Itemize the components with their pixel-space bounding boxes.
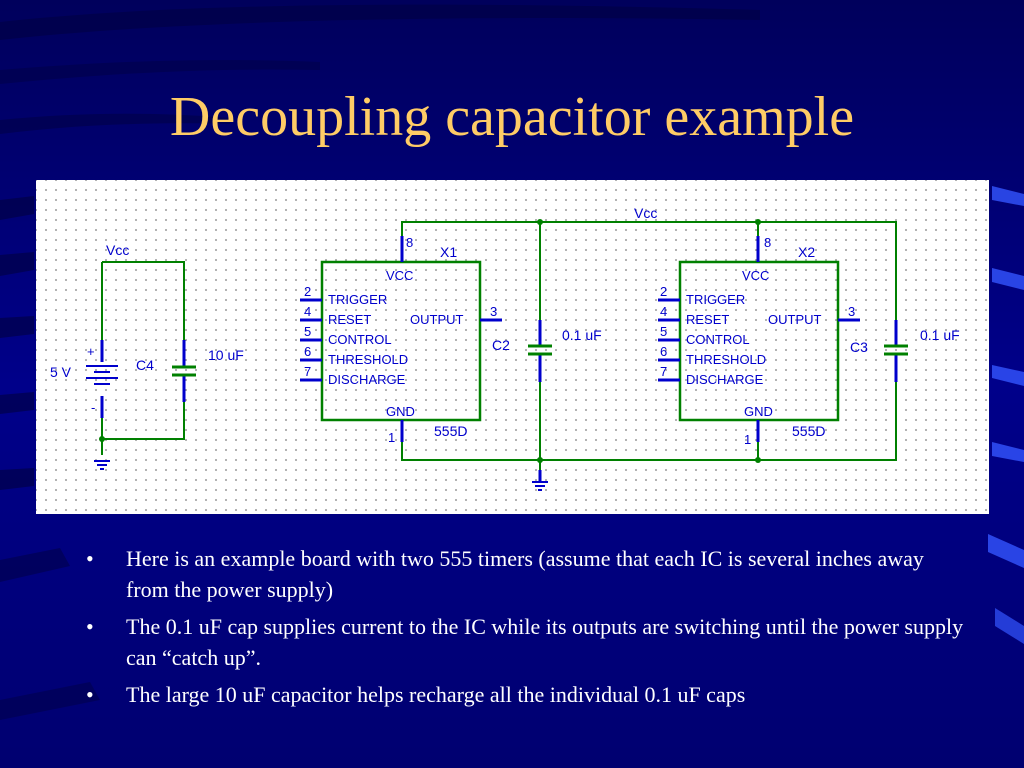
power-supply-circuit: Vcc + - 5 V C4 10 uF: [50, 242, 244, 470]
ground-symbol-icon: [94, 460, 110, 470]
ic-x2: 8 X2 VCC GND 1 555D OUTPUT 3 2 4 5 6 7 T…: [658, 235, 860, 447]
x2-pin-name: CONTROL: [686, 332, 750, 347]
vcc-net-label: Vcc: [634, 205, 657, 221]
ground-symbol-icon: [532, 481, 548, 491]
c3-value: 0.1 uF: [920, 327, 960, 343]
bullet-item: • Here is an example board with two 555 …: [86, 543, 966, 605]
x1-gnd-pin: 1: [388, 430, 395, 445]
supply-voltage: 5 V: [50, 364, 72, 380]
c2-ref: C2: [492, 337, 510, 353]
x1-ref: X1: [440, 244, 457, 260]
x2-output-pin: 3: [848, 304, 855, 319]
x1-pin-name: DISCHARGE: [328, 372, 406, 387]
battery-minus: -: [91, 400, 95, 415]
x2-pin-number: 4: [660, 304, 667, 319]
x1-vcc-label: VCC: [386, 268, 413, 283]
x1-pin-list: 2 4 5 6 7 TRIGGER RESET CONTROL THRESHOL…: [300, 284, 408, 387]
bullet-text: The 0.1 uF cap supplies current to the I…: [126, 614, 964, 670]
bullet-item: • The 0.1 uF cap supplies current to the…: [86, 611, 966, 673]
capacitor-c3: C3 0.1 uF: [850, 320, 960, 382]
c4-ref: C4: [136, 357, 154, 373]
x1-pin-name: TRIGGER: [328, 292, 387, 307]
x1-gnd-label: GND: [386, 404, 415, 419]
x2-vcc-label: VCC: [742, 268, 769, 283]
x2-pin-list: 2 4 5 6 7 TRIGGER RESET CONTROL THRESHOL…: [658, 284, 766, 387]
bullet-list: • Here is an example board with two 555 …: [86, 543, 966, 716]
x1-pin-name: THRESHOLD: [328, 352, 408, 367]
schematic-diagram: Vcc + - 5 V C4 10 uF: [36, 180, 989, 514]
x2-pin-number: 2: [660, 284, 667, 299]
c2-value: 0.1 uF: [562, 327, 602, 343]
supply-net-label: Vcc: [106, 242, 129, 258]
x1-pin-number: 6: [304, 344, 311, 359]
x2-gnd-label: GND: [744, 404, 773, 419]
x1-vcc-pin: 8: [406, 235, 413, 250]
x2-pin-name: THRESHOLD: [686, 352, 766, 367]
x1-pin-name: CONTROL: [328, 332, 392, 347]
bullet-symbol: •: [86, 682, 94, 707]
ic-x1: 8 X1 VCC GND 1 555D OUTPUT 3 2 4 5 6 7 T…: [300, 235, 502, 445]
x1-pin-number: 7: [304, 364, 311, 379]
battery-symbol-icon: [86, 365, 118, 385]
x2-pin-number: 6: [660, 344, 667, 359]
x2-pin-number: 5: [660, 324, 667, 339]
x2-part: 555D: [792, 423, 825, 439]
bullet-item: • The large 10 uF capacitor helps rechar…: [86, 679, 966, 710]
decorative-streaks: [0, 4, 1024, 720]
c4-value: 10 uF: [208, 347, 244, 363]
bullet-symbol: •: [86, 614, 94, 639]
x2-output-label: OUTPUT: [768, 312, 822, 327]
x1-output-label: OUTPUT: [410, 312, 464, 327]
power-rails: Vcc: [401, 205, 897, 491]
x1-pin-name: RESET: [328, 312, 371, 327]
x2-gnd-pin: 1: [744, 432, 751, 447]
x1-pin-number: 2: [304, 284, 311, 299]
bullet-symbol: •: [86, 546, 94, 571]
c3-ref: C3: [850, 339, 868, 355]
x2-pin-name: RESET: [686, 312, 729, 327]
bullet-text: Here is an example board with two 555 ti…: [126, 546, 924, 602]
x2-ref: X2: [798, 244, 815, 260]
x1-pin-number: 4: [304, 304, 311, 319]
capacitor-c2: C2 0.1 uF: [492, 320, 602, 382]
x2-pin-number: 7: [660, 364, 667, 379]
x1-pin-number: 5: [304, 324, 311, 339]
x2-vcc-pin: 8: [764, 235, 771, 250]
x2-pin-name: DISCHARGE: [686, 372, 764, 387]
battery-plus: +: [87, 344, 95, 359]
bullet-text: The large 10 uF capacitor helps recharge…: [126, 682, 746, 707]
x1-part: 555D: [434, 423, 467, 439]
x2-pin-name: TRIGGER: [686, 292, 745, 307]
x1-output-pin: 3: [490, 304, 497, 319]
slide-title: Decoupling capacitor example: [169, 86, 855, 148]
